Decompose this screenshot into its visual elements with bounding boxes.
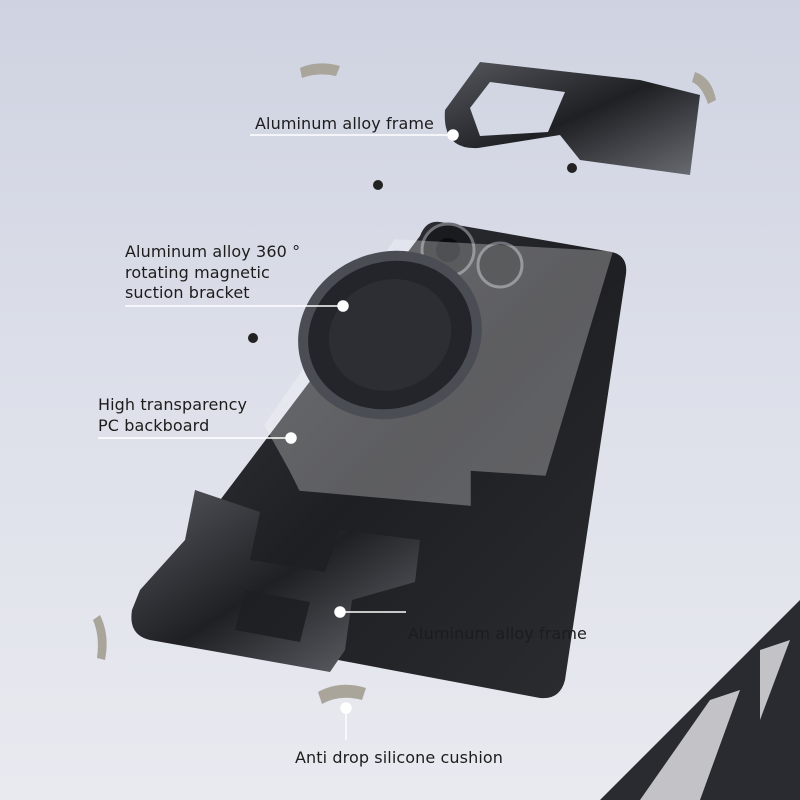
callout-top-frame: Aluminum alloy frame <box>255 114 434 133</box>
silicone-cushion <box>692 72 716 104</box>
screw <box>567 163 577 173</box>
top-aluminum-frame <box>444 62 700 175</box>
callout-bracket-line: rotating magnetic <box>125 262 270 282</box>
callout-backboard-line: High transparency <box>98 395 248 414</box>
mountain-backdrop <box>600 600 800 800</box>
callout-bracket: Aluminum alloy 360 ° rotating magnetic s… <box>125 242 300 304</box>
callout-bracket-line: Aluminum alloy 360 ° <box>125 242 301 261</box>
callout-backboard: High transparency PC backboard <box>98 395 247 436</box>
callout-cushion: Anti drop silicone cushion <box>295 748 504 767</box>
silicone-cushion <box>93 615 107 660</box>
silicone-cushion <box>318 684 366 704</box>
leader-lines <box>98 129 459 740</box>
callout-backboard-line: PC backboard <box>98 415 210 435</box>
callout-bottom-frame: Aluminum alloy frame <box>408 624 587 643</box>
callout-bracket-line: suction bracket <box>125 283 250 302</box>
screw <box>373 180 383 190</box>
bottom-aluminum-frame <box>131 490 420 672</box>
screw <box>248 333 258 343</box>
silicone-cushion <box>300 63 340 78</box>
